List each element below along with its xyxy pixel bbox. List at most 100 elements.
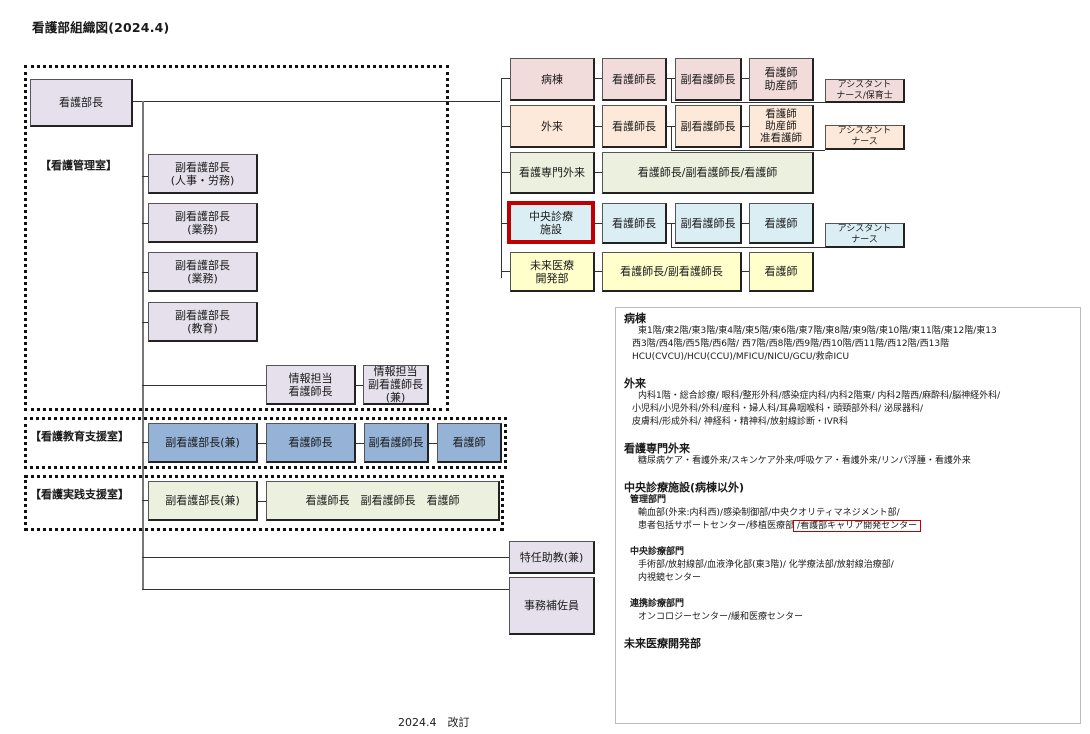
legend-management-text: 患者包括サポートセンター/移植医療部 [638,521,795,531]
central-assistant-box[interactable]: アシスタント ナース [825,223,905,248]
legend-wards-line: HCU(CVCU)/HCU(CCU)/MFICU/NICU/GCU/救命ICU [632,352,850,362]
legend-management-line: 輸血部(外来:内科西)/感染制御部/中央クオリティマネジメント部/ [638,508,900,518]
practice-support-group [24,475,504,531]
education-nurse-box[interactable]: 看護師 [437,423,502,463]
legend-central-heading: 中央診療施設(病棟以外) [624,481,745,494]
connector-line [742,78,750,79]
connector-line [501,172,510,173]
legend-clinical-line: 手術部/放射線部/血液浄化部(東3階)/ 化学療法部/放射線治療部/ [638,560,894,570]
dept-central-clinical-box[interactable]: 中央診療 施設 [507,201,595,244]
practice-support-label: 【看護実践支援室】 [30,488,129,501]
dept-nursing-outpatient-box[interactable]: 看護専門外来 [510,152,595,194]
connector-line [501,78,510,79]
legend-nursing-outpatient-line: 糖尿病ケア・看護外来/スキンケア外来/呼吸ケア・看護外来/リンパ浮腫・看護外来 [638,456,971,466]
central-deputy-head-nurse-box[interactable]: 副看護師長 [675,203,742,244]
deputy-director-operations-box[interactable]: 副看護部長 (業務) [148,203,258,243]
connector-line [595,126,603,127]
ward-nurse-midwife-box[interactable]: 看護師 助産師 [749,58,814,101]
connector-line [671,126,672,150]
outpatient-head-nurse-box[interactable]: 看護師長 [602,105,667,148]
outpatient-assistant-box[interactable]: アシスタント ナース [825,125,905,150]
education-support-label: 【看護教育支援室】 [30,430,129,443]
connector-line [142,272,148,273]
special-assistant-professor-box[interactable]: 特任助教(兼) [509,541,595,574]
connector-line [671,150,825,151]
management-room-label: 【看護管理室】 [40,159,117,172]
connector-line [142,322,148,323]
dept-outpatient-box[interactable]: 外来 [510,105,595,148]
legend-outpatient-line: 内科1階・総合診療/ 眼科/整形外科/感染症内科/内科2階東/ 内科2階西/麻酔… [638,391,1001,401]
connector-line [142,557,510,558]
connector-line [671,223,672,247]
info-head-nurse-box[interactable]: 情報担当 看護師長 [266,365,356,405]
legend-future-heading: 未来医療開発部 [624,637,701,650]
dept-future-medicine-box[interactable]: 未来医療 開発部 [510,252,595,292]
connector-line [501,271,510,272]
education-support-group [24,417,507,469]
connector-line [142,223,148,224]
connector-line [142,500,148,501]
deputy-director-hr-box[interactable]: 副看護部長 (人事・労務) [148,154,258,194]
outpatient-nurse-box[interactable]: 看護師 助産師 准看護師 [749,105,814,148]
connector-line [142,589,510,590]
legend-wards-line: 西3階/西4階/西5階/西6階/ 西7階/西8階/西9階/西10階/西11階/西… [632,339,950,349]
connector-line [671,78,672,102]
connector-line [742,126,750,127]
connector-line [133,101,500,102]
legend-management-label: 管理部門 [630,495,667,505]
connector-line [501,223,510,224]
education-deputy-head-nurse-box[interactable]: 副看護師長 [364,423,429,463]
revision-footer: 2024.4 改訂 [398,716,470,729]
department-legend-panel: 病棟 東1階/東2階/東3階/東4階/東5階/東6階/東7階/東8階/東9階/東… [615,307,1081,724]
connector-line [356,443,365,444]
info-deputy-head-nurse-box[interactable]: 情報担当 副看護師長 (兼) [363,365,429,405]
education-head-nurse-box[interactable]: 看護師長 [266,423,356,463]
practice-staff-box[interactable]: 看護師長 副看護師長 看護師 [266,481,500,521]
central-head-nurse-box[interactable]: 看護師長 [602,203,667,244]
deputy-director-operations-box[interactable]: 副看護部長 (業務) [148,252,258,292]
connector-line [258,501,267,502]
deputy-director-education-box[interactable]: 副看護部長 (教育) [148,302,258,342]
connector-line [356,385,364,386]
ward-deputy-head-nurse-box[interactable]: 副看護師長 [675,58,742,101]
connector-line [501,126,510,127]
legend-wards-heading: 病棟 [624,312,646,325]
outpatient-deputy-head-nurse-box[interactable]: 副看護師長 [675,105,742,148]
education-deputy-director-box[interactable]: 副看護部長(兼) [148,423,258,463]
legend-nursing-outpatient-heading: 看護専門外来 [624,442,690,455]
connector-line [142,101,144,589]
legend-management-line: 患者包括サポートセンター/移植医療部/看護部キャリア開発センター [638,520,1072,533]
connector-line [595,271,603,272]
nursing-outpatient-staff-box[interactable]: 看護師長/副看護師長/看護師 [602,152,814,194]
connector-line [142,176,148,177]
connector-line [429,443,438,444]
legend-outpatient-line: 小児科/小児外科/外科/産科・婦人科/耳鼻咽喉科・頭頸部外科/ 泌尿器科/ [632,404,924,414]
connector-line [258,443,267,444]
ward-assistant-box[interactable]: アシスタント ナース/保育士 [825,79,905,103]
legend-outpatient-line: 皮膚科/形成外科/ 神経科・精神科/放射線診断・IVR科 [632,417,849,427]
connector-line [501,78,502,278]
nursing-director-box[interactable]: 看護部長 [30,79,133,127]
connector-line [742,271,750,272]
ward-head-nurse-box[interactable]: 看護師長 [602,58,667,101]
career-development-center-highlight: /看護部キャリア開発センター [793,520,922,532]
legend-clinical-label: 中央診療部門 [630,547,685,557]
future-head-deputy-nurse-box[interactable]: 看護師長/副看護師長 [602,252,742,292]
practice-deputy-director-box[interactable]: 副看護部長(兼) [148,481,258,521]
legend-collab-line: オンコロジーセンター/緩和医療センター [638,612,804,622]
future-nurse-box[interactable]: 看護師 [749,252,814,292]
connector-line [595,223,603,224]
legend-clinical-line: 内視鏡センター [638,573,702,583]
legend-collab-label: 連携診療部門 [630,599,685,609]
connector-line [671,102,825,103]
central-nurse-box[interactable]: 看護師 [749,203,814,244]
connector-line [671,247,825,248]
clerical-assistant-box[interactable]: 事務補佐員 [509,577,595,635]
legend-outpatient-heading: 外来 [624,377,646,390]
legend-wards-line: 東1階/東2階/東3階/東4階/東5階/東6階/東7階/東8階/東9階/東10階… [638,326,997,336]
connector-line [142,385,266,386]
connector-line [595,172,603,173]
dept-ward-box[interactable]: 病棟 [510,58,595,101]
connector-line [742,223,750,224]
connector-line [142,442,148,443]
